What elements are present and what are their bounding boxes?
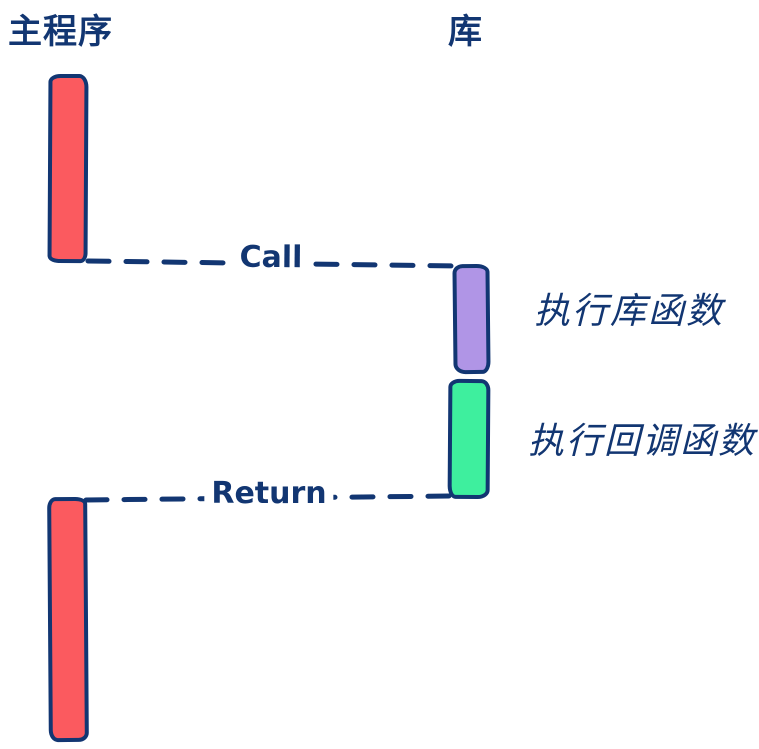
library-function-activation-bar xyxy=(452,263,491,375)
return-message-label: Return xyxy=(204,476,334,511)
callback-function-activation-bar xyxy=(447,378,491,500)
call-message-label: Call xyxy=(232,239,310,276)
call-message-dashed-line xyxy=(85,258,459,269)
annotation-execute-callback-function: 执行回调函数 xyxy=(528,420,757,461)
main-program-activation-bar-top xyxy=(47,73,89,264)
main-program-activation-bar-bottom xyxy=(47,496,89,743)
return-message-dashed-line xyxy=(83,493,455,503)
lane-label-main-program: 主程序 xyxy=(8,13,113,51)
annotation-execute-library-function: 执行库函数 xyxy=(534,290,725,331)
lane-label-library: 库 xyxy=(448,13,483,51)
